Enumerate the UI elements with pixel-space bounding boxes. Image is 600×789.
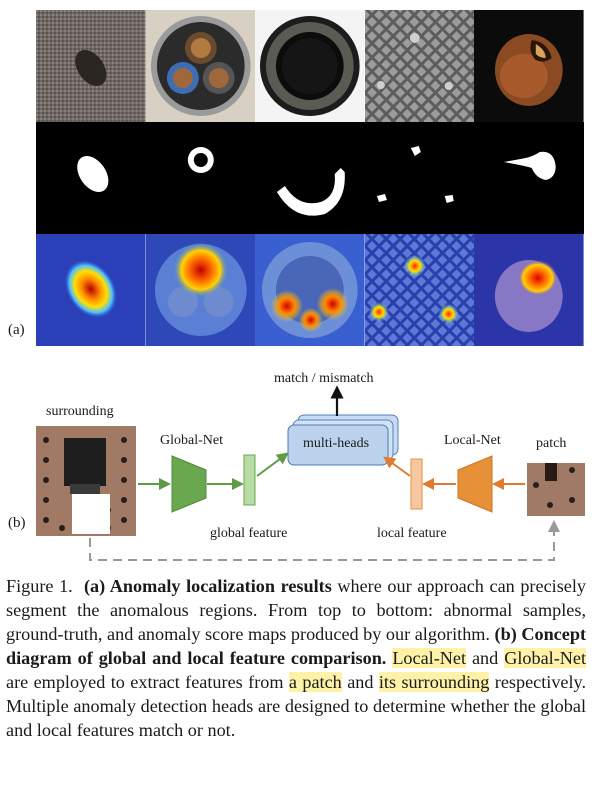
sample-cable	[145, 10, 256, 122]
multi-heads-block	[287, 414, 399, 466]
highlight-patch: a patch	[288, 672, 342, 692]
global-net-block	[171, 455, 207, 513]
heatmap-hazelnut	[474, 234, 584, 346]
multi-heads-label: multi-heads	[303, 436, 370, 451]
sample-bottle	[255, 10, 365, 122]
local-net-block	[457, 455, 493, 513]
caption-and-2: and	[341, 672, 379, 692]
heatmap-cable	[145, 234, 256, 346]
caption-text-2: are employed to extract features from	[6, 672, 289, 692]
output-label: match / mismatch	[274, 371, 374, 386]
patch-label: patch	[536, 436, 567, 451]
mask-hazelnut	[474, 122, 584, 234]
caption-figure-number: Figure 1.	[6, 576, 73, 596]
heatmap-bottle	[255, 234, 365, 346]
sample-grid	[364, 10, 475, 122]
panel-b-label: (b)	[8, 515, 26, 531]
mask-bottle	[255, 122, 365, 234]
highlight-global-net: Global-Net	[504, 648, 587, 668]
caption-part-a-text: where our approach can precisely segment…	[6, 576, 586, 644]
heatmap-carpet	[36, 234, 146, 346]
highlight-local-net: Local-Net	[392, 648, 467, 668]
surrounding-image	[36, 426, 136, 536]
local-feature-bar	[410, 458, 423, 510]
mask-cable	[145, 122, 256, 234]
local-net-label: Local-Net	[444, 433, 501, 448]
caption-text-3: respectively. Multiple anomaly detection…	[6, 672, 586, 740]
surrounding-label: surrounding	[46, 404, 114, 419]
mask-grid	[364, 122, 475, 234]
results-grid	[36, 10, 584, 346]
figure-caption: Figure 1. (a) Anomaly localization resul…	[6, 574, 587, 742]
panel-a-label: (a)	[8, 322, 25, 338]
global-feature-bar	[243, 454, 256, 506]
mask-carpet	[36, 122, 146, 234]
global-feature-label: global feature	[210, 526, 288, 541]
caption-part-a-title: (a) Anomaly localization results	[83, 576, 332, 596]
highlight-surrounding: its surrounding	[378, 672, 490, 692]
sample-carpet	[36, 10, 146, 122]
concept-diagram: match / mismatch surrounding patch Globa…	[0, 360, 600, 570]
local-feature-label: local feature	[377, 526, 447, 541]
sample-hazelnut	[474, 10, 584, 122]
global-net-label: Global-Net	[160, 433, 223, 448]
caption-and-1: and	[466, 648, 505, 668]
caption-part-b-title: (b) Concept diagram of global and local …	[6, 624, 586, 668]
patch-image	[527, 463, 585, 516]
heatmap-grid	[364, 234, 475, 346]
